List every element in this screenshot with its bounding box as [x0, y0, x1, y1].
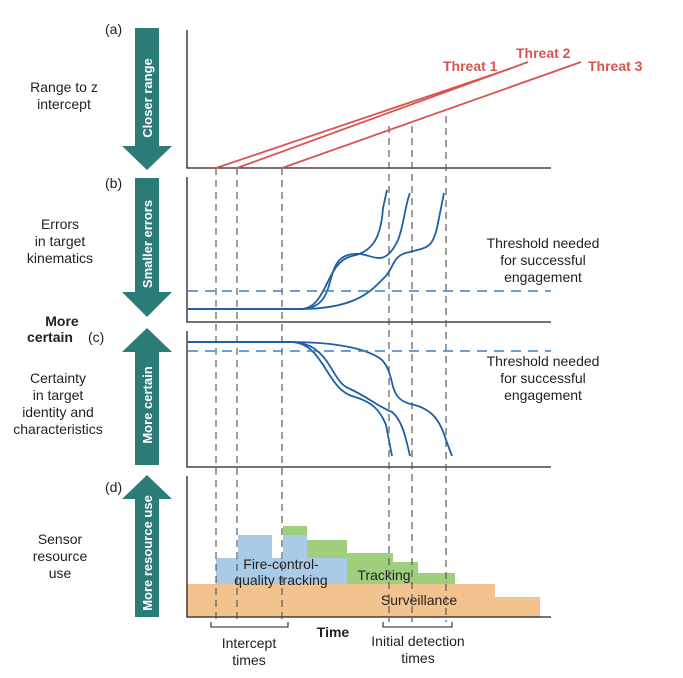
left-labels: (a) Range to z intercept (b) Errors in t…: [13, 21, 122, 581]
panel-b-threshold-line1: Threshold needed: [487, 235, 600, 251]
direction-arrows: Closer range Smaller errors More certain…: [122, 28, 172, 617]
panel-d-label-line3: use: [49, 565, 72, 581]
detection-times-line1: Initial detection: [371, 633, 464, 649]
error-curve-threat-1: [188, 189, 388, 310]
certainty-curves: [188, 341, 453, 457]
time-brackets: [210, 622, 453, 628]
threat-2-line: [236, 61, 529, 169]
time-guide-lines: [215, 116, 447, 622]
intercept-times-line1: Intercept: [222, 635, 277, 651]
kinematic-error-curves: [188, 189, 445, 310]
panel-c-threshold-line1: Threshold needed: [487, 353, 600, 369]
fire-control-label-line1: Fire-control-: [243, 556, 319, 572]
fire-control-tracking-area: [216, 535, 347, 584]
fire-control-label-line2: quality tracking: [234, 572, 327, 588]
closer-range-arrow: [122, 28, 172, 170]
panel-d-tag: (d): [105, 479, 122, 495]
intercept-times-line2: times: [232, 652, 265, 668]
panel-c-threshold-line3: engagement: [504, 387, 582, 403]
intercept-bracket: [210, 622, 289, 628]
more-resource-use-arrow-text: More resource use: [140, 495, 155, 611]
resource-use-areas: Fire-control- quality tracking Tracking …: [187, 526, 540, 617]
error-curve-threat-2: [188, 192, 411, 310]
panel-b-label-line1: Errors: [41, 216, 79, 232]
threat-1-label: Threat 1: [443, 58, 498, 74]
panel-b-threshold-line3: engagement: [504, 269, 582, 285]
panel-c-tag: (c): [88, 329, 104, 345]
panel-b-label-line2: in target: [35, 233, 86, 249]
panel-b-label-line3: kinematics: [27, 250, 93, 266]
panel-a-label-line1: Range to z: [30, 79, 98, 95]
more-certain-arrow: [122, 328, 172, 465]
panel-b-axes: [186, 177, 551, 323]
detection-times-line2: times: [401, 650, 434, 666]
surveillance-label: Surveillance: [381, 592, 457, 608]
certainty-curve-threat-3: [188, 341, 453, 457]
more-certain-line1: More: [45, 313, 79, 329]
error-curve-threat-3: [188, 192, 445, 310]
threat-3-label: Threat 3: [588, 58, 643, 74]
threat-3-line: [281, 61, 582, 169]
more-resource-use-arrow: [122, 475, 172, 617]
certainty-curve-threat-1: [188, 341, 393, 457]
panel-axes: [186, 30, 551, 618]
panel-b-tag: (b): [105, 175, 122, 191]
panel-c-threshold-line2: for successful: [500, 370, 586, 386]
panel-a-axes: [186, 30, 551, 169]
more-certain-line2: certain: [27, 329, 73, 345]
threat-2-label: Threat 2: [516, 45, 571, 61]
panel-b-threshold-line2: for successful: [500, 252, 586, 268]
panel-c-axes: [186, 331, 551, 468]
panel-d-axes: [186, 476, 551, 618]
closer-range-arrow-text: Closer range: [140, 58, 155, 137]
panel-a-label-line2: intercept: [37, 96, 91, 112]
smaller-errors-arrow: [122, 178, 172, 317]
smaller-errors-arrow-text: Smaller errors: [140, 200, 155, 288]
panel-c-label-line3: identity and: [22, 404, 94, 420]
tracking-label: Tracking: [357, 567, 410, 583]
surveillance-area: [187, 584, 540, 617]
detection-bracket: [382, 622, 453, 628]
panel-d-label-line2: resource: [33, 548, 88, 564]
certainty-curve-threat-2: [188, 341, 411, 457]
panel-d-label-line1: Sensor: [38, 531, 83, 547]
panel-a-tag: (a): [105, 21, 122, 37]
panel-c-label-line4: characteristics: [13, 421, 102, 437]
panel-c-label-line1: Certainty: [30, 370, 86, 386]
panel-c-label-line2: in target: [33, 387, 84, 403]
x-axis-title: Time: [317, 624, 350, 640]
more-certain-arrow-text: More certain: [140, 366, 155, 443]
threat-1-line: [215, 67, 513, 169]
threat-lines: [215, 61, 582, 169]
